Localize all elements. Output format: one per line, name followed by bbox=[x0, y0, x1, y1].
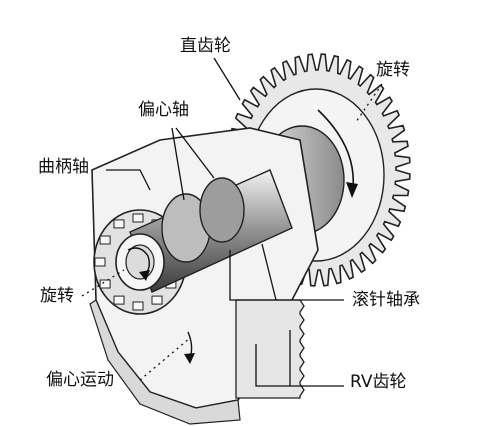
leader-rot2 bbox=[81, 269, 125, 297]
leader-bearing-b bbox=[261, 243, 277, 301]
needle-roller bbox=[113, 219, 125, 229]
needle-roller bbox=[99, 235, 111, 245]
leader-bearing-a bbox=[229, 250, 344, 301]
needle-roller bbox=[113, 295, 125, 305]
leader-ecc-a bbox=[171, 127, 185, 201]
leader-spur bbox=[213, 57, 241, 101]
needle-roller bbox=[132, 301, 144, 311]
label-spur-gear: 直齿轮 bbox=[180, 36, 231, 56]
label-eccentric-motion: 偏心运动 bbox=[46, 370, 114, 390]
leader-rot1 bbox=[355, 83, 383, 123]
eccentric-cam-2 bbox=[199, 177, 245, 243]
crank-rotation-arrowhead bbox=[139, 270, 150, 281]
label-needle-bearing: 滚针轴承 bbox=[352, 290, 420, 310]
leader-ecm bbox=[139, 337, 191, 381]
leader-ecc-b bbox=[175, 127, 215, 179]
spur-rotation-arrowhead bbox=[346, 182, 358, 198]
housing-motion-arrowhead bbox=[184, 353, 195, 364]
label-eccentric-shaft: 偏心轴 bbox=[138, 100, 189, 120]
needle-roller bbox=[99, 279, 111, 289]
leader-lines bbox=[81, 57, 383, 387]
needle-roller bbox=[94, 257, 106, 267]
needle-roller bbox=[151, 295, 163, 305]
label-rotation-left: 旋转 bbox=[40, 286, 74, 306]
needle-roller bbox=[132, 213, 144, 223]
label-crank-shaft: 曲柄轴 bbox=[38, 157, 89, 177]
leader-crank bbox=[106, 169, 151, 191]
rv-gear-stack bbox=[235, 299, 305, 399]
leader-rv-a bbox=[255, 344, 344, 387]
label-rv-gear: RV齿轮 bbox=[350, 372, 407, 392]
label-rotation-top: 旋转 bbox=[376, 60, 410, 80]
crank-shaft bbox=[115, 169, 293, 364]
